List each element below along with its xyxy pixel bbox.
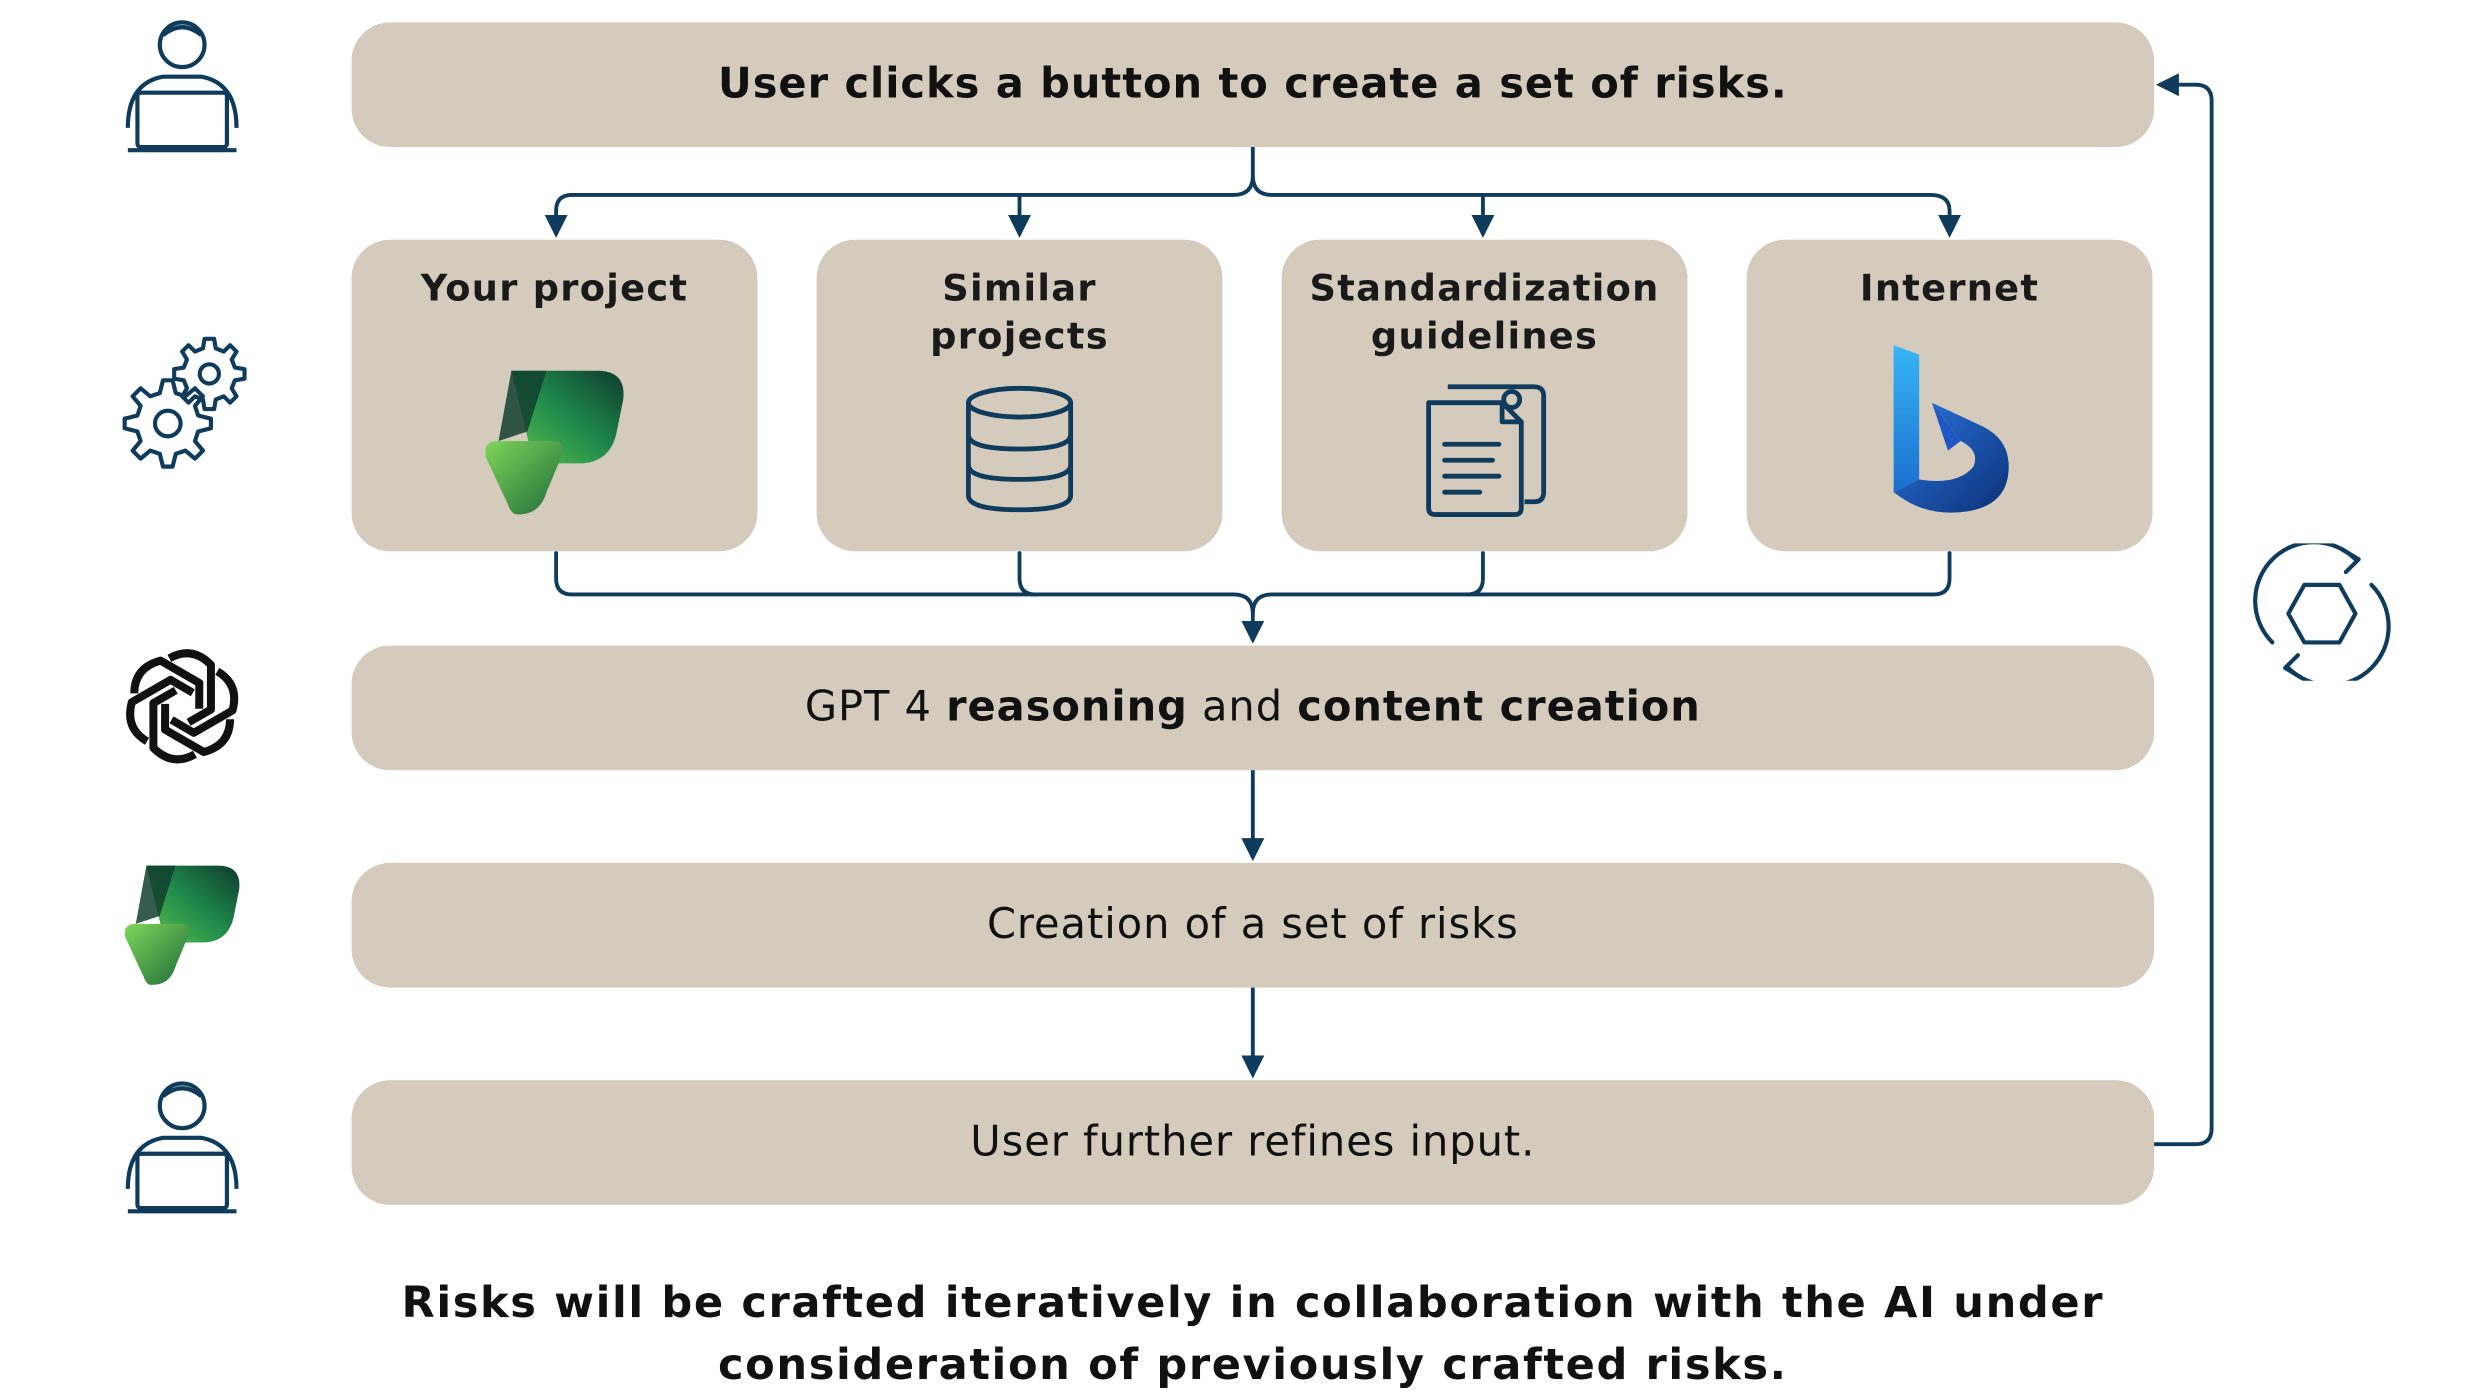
fanin-connector — [1465, 550, 1485, 597]
caption-line: Risks will be crafted iteratively in col… — [401, 1278, 2105, 1328]
refine-step-box: User further refines input. — [351, 1080, 2155, 1205]
fanout-connector — [1250, 173, 1962, 238]
source-title: Similar projects — [817, 265, 1223, 361]
creation-step-label: Creation of a set of risks — [986, 901, 1519, 950]
reasoning-step-label-part: GPT 4 — [804, 683, 947, 732]
source-title-line: Your project — [420, 268, 689, 311]
start-step-box: User clicks a button to create a set of … — [351, 22, 2155, 148]
source-similar-projects: Similar projects — [816, 239, 1223, 552]
source-standardization-guidelines: Standardization guidelines — [1281, 239, 1688, 552]
reasoning-step-box: GPT 4 reasoning and content creation — [351, 645, 2155, 771]
source-title-line: guidelines — [1370, 316, 1599, 358]
start-step-label: User clicks a button to create a set of … — [718, 60, 1788, 109]
source-title: Internet — [1747, 265, 2153, 313]
source-your-project: Your project — [351, 239, 758, 552]
loop-connector — [2152, 73, 2214, 1147]
database-icon — [965, 385, 1074, 513]
diagram-caption: Risks will be crafted iteratively in col… — [320, 1272, 2186, 1397]
power-apps-logo-icon — [485, 370, 624, 515]
refresh-cycle-icon — [2253, 543, 2391, 681]
reasoning-step-label-part: content creation — [1297, 683, 1701, 732]
user-laptop-icon — [125, 20, 239, 153]
openai-logo-icon — [126, 649, 239, 764]
source-title: Standardization guidelines — [1282, 265, 1688, 361]
source-title-line: projects — [930, 316, 1109, 358]
fanin-connector — [1017, 550, 1038, 597]
bing-logo-icon — [1893, 345, 2009, 513]
fanin-connector — [1250, 550, 1952, 616]
refine-step-label: User further refines input. — [970, 1118, 1536, 1167]
creation-step-box: Creation of a set of risks — [351, 862, 2155, 988]
fanout-connector — [544, 145, 1255, 238]
gears-icon — [122, 336, 247, 469]
reasoning-step-label-part: and — [1187, 683, 1298, 732]
source-title: Your project — [352, 265, 758, 313]
source-title-line: Similar — [942, 268, 1097, 311]
caption-line: consideration of previously crafted risk… — [718, 1340, 1788, 1391]
power-apps-logo-icon — [124, 865, 240, 985]
user-laptop-icon — [125, 1081, 239, 1214]
fanin-connector — [554, 550, 1265, 644]
source-internet: Internet — [1746, 239, 2153, 552]
documents-icon — [1426, 384, 1547, 517]
source-title-line: Standardization — [1309, 268, 1660, 311]
reasoning-step-label-part: reasoning — [946, 683, 1188, 732]
source-title-line: Internet — [1859, 268, 2040, 311]
